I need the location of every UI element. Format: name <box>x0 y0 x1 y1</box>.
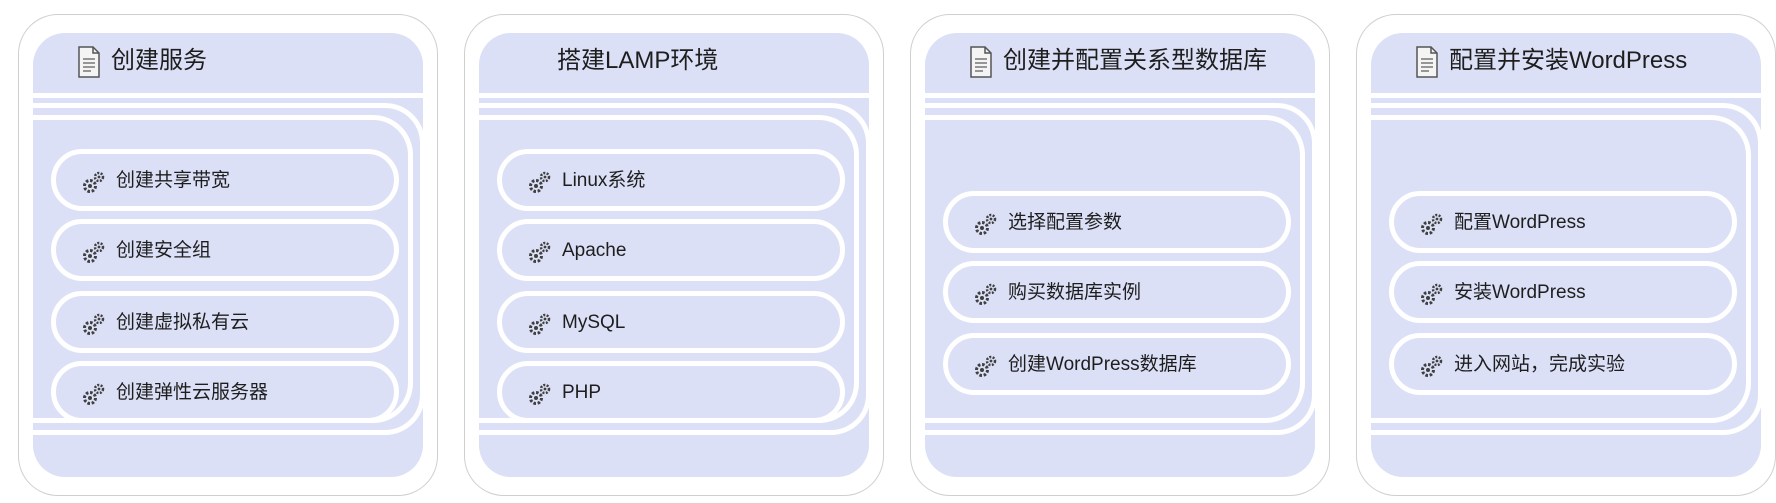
item-label: 创建虚拟私有云 <box>116 312 250 333</box>
step-title: 创建服务 <box>111 47 207 74</box>
item-label: 创建弹性云服务器 <box>116 382 269 403</box>
step-card-1: 创建服务 创建共享带宽 <box>18 14 438 496</box>
document-icon <box>970 46 992 78</box>
document-icon <box>1416 46 1438 78</box>
list-item: PHP <box>497 361 845 423</box>
step-body: Linux系统 Apache MySQL <box>479 103 871 447</box>
gears-icon <box>529 313 551 335</box>
gears-icon <box>1421 355 1443 377</box>
step-panel: 搭建LAMP环境 Linux系统 <box>479 33 871 477</box>
item-label: Linux系统 <box>562 170 646 191</box>
divider <box>925 93 1315 98</box>
gears-icon <box>83 241 105 263</box>
gears-icon <box>529 383 551 405</box>
step-body: 创建共享带宽 创建安全组 创建虚拟私有云 <box>33 103 425 447</box>
step-header: 配置并安装WordPress <box>1371 33 1761 91</box>
list-item: 选择配置参数 <box>943 191 1291 253</box>
gears-icon <box>529 241 551 263</box>
divider <box>33 93 423 98</box>
gears-icon <box>83 383 105 405</box>
divider <box>479 93 869 98</box>
list-item: MySQL <box>497 291 845 353</box>
step-title: 配置并安装WordPress <box>1449 47 1688 74</box>
list-item: 创建WordPress数据库 <box>943 333 1291 395</box>
list-item: Apache <box>497 219 845 281</box>
item-label: 安装WordPress <box>1454 282 1586 303</box>
list-item: 创建安全组 <box>51 219 399 281</box>
list-item: Linux系统 <box>497 149 845 211</box>
list-item: 创建共享带宽 <box>51 149 399 211</box>
step-card-4: 配置并安装WordPress 配置WordPress <box>1356 14 1776 496</box>
item-label: Apache <box>562 240 627 261</box>
step-title: 创建并配置关系型数据库 <box>1003 47 1267 74</box>
gears-icon <box>529 171 551 193</box>
list-item: 配置WordPress <box>1389 191 1737 253</box>
gears-icon <box>83 171 105 193</box>
gears-icon <box>83 313 105 335</box>
step-header: 创建并配置关系型数据库 <box>925 33 1315 91</box>
item-label: MySQL <box>562 312 626 333</box>
step-panel: 配置并安装WordPress 配置WordPress <box>1371 33 1763 477</box>
gears-icon <box>975 355 997 377</box>
step-card-3: 创建并配置关系型数据库 选择配置参数 <box>910 14 1330 496</box>
item-label: 购买数据库实例 <box>1008 282 1142 303</box>
gears-icon <box>975 213 997 235</box>
step-header: 创建服务 <box>33 33 423 91</box>
step-card-2: 搭建LAMP环境 Linux系统 <box>464 14 884 496</box>
item-label: 选择配置参数 <box>1008 212 1123 233</box>
document-icon <box>78 46 100 78</box>
step-body: 配置WordPress 安装WordPress 进入网站，完成实 <box>1371 103 1763 447</box>
divider <box>1371 93 1761 98</box>
item-label: 配置WordPress <box>1454 212 1586 233</box>
list-item: 创建弹性云服务器 <box>51 361 399 423</box>
list-item: 进入网站，完成实验 <box>1389 333 1737 395</box>
step-header: 搭建LAMP环境 <box>479 33 869 91</box>
gears-icon <box>1421 283 1443 305</box>
step-title: 搭建LAMP环境 <box>557 47 719 74</box>
gears-icon <box>975 283 997 305</box>
list-item: 安装WordPress <box>1389 261 1737 323</box>
step-body: 选择配置参数 购买数据库实例 创建WordPress数据库 <box>925 103 1317 447</box>
item-label: 创建共享带宽 <box>116 170 231 191</box>
list-item: 创建虚拟私有云 <box>51 291 399 353</box>
gears-icon <box>1421 213 1443 235</box>
item-label: 创建WordPress数据库 <box>1008 354 1197 375</box>
item-label: PHP <box>562 382 602 403</box>
list-item: 购买数据库实例 <box>943 261 1291 323</box>
item-label: 创建安全组 <box>116 240 212 261</box>
item-label: 进入网站，完成实验 <box>1454 354 1626 375</box>
step-panel: 创建服务 创建共享带宽 <box>33 33 425 477</box>
step-panel: 创建并配置关系型数据库 选择配置参数 <box>925 33 1317 477</box>
